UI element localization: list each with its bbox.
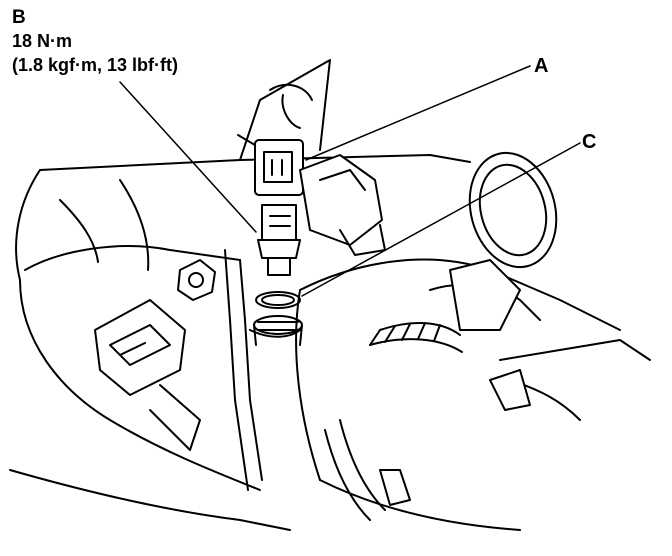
leader-line-b [119, 81, 257, 233]
connector-a [237, 134, 304, 196]
right-assembly [295, 258, 651, 531]
o-ring-c [255, 291, 301, 309]
callout-a-letter: A [534, 55, 549, 77]
callout-c-letter: C [582, 131, 597, 153]
threaded-seat [253, 315, 303, 346]
bolt-left [177, 259, 216, 301]
hose-clamp [324, 419, 411, 521]
connector-left [94, 299, 201, 451]
sensor-body [257, 204, 301, 276]
callout-b-torque-alternate: (1.8 kgf·m, 13 lbf·ft) [12, 55, 179, 75]
upper-manifold-outline [15, 59, 471, 281]
harness-bundle [224, 249, 301, 491]
oval-ring [468, 151, 558, 269]
right-block [299, 154, 386, 256]
leader-line-a [305, 65, 531, 161]
callout-b-letter: B [12, 7, 26, 28]
callout-b-torque-metric: 18 N·m [12, 31, 73, 51]
left-structure [9, 179, 291, 531]
leader-line-c [301, 142, 581, 297]
